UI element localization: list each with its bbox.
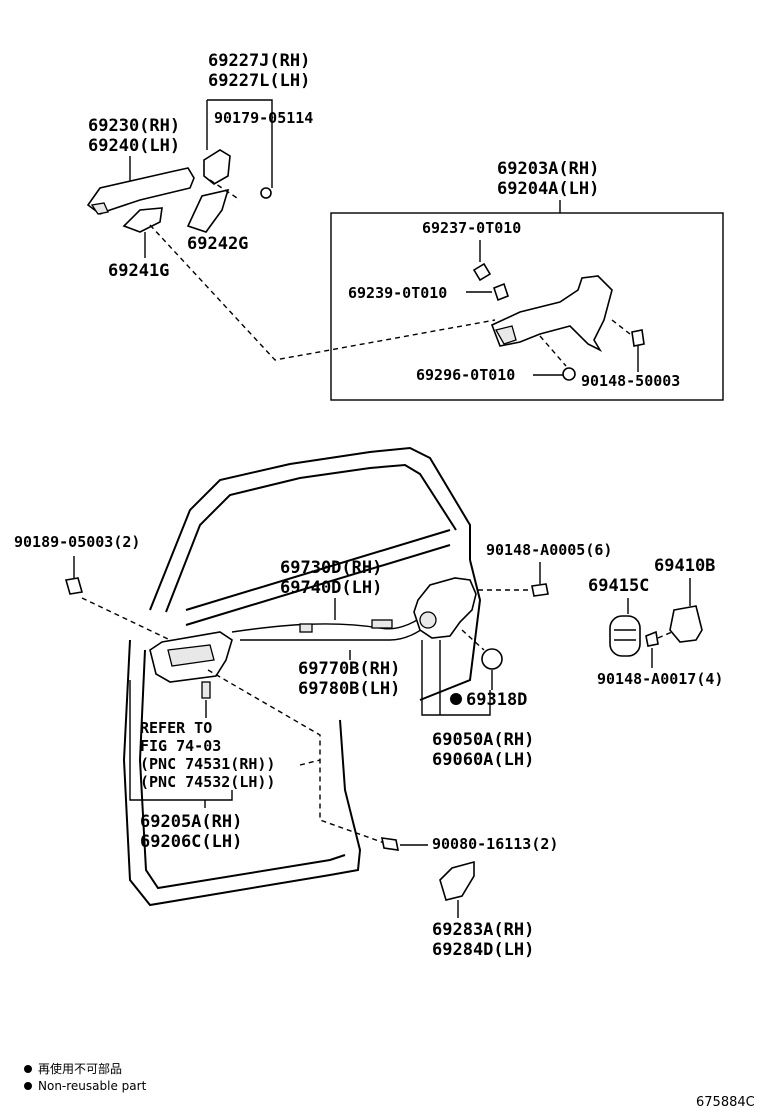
- door-outline: [122, 446, 482, 907]
- leader-lock: [421, 640, 491, 716]
- lock-group: 90189-05003(2) 90148-A0005(6) 69730D(RH)…: [14, 533, 723, 770]
- door-belt-line-2: [185, 544, 451, 626]
- cable-connector: [371, 619, 393, 629]
- dash-cap: [209, 179, 241, 201]
- leader-inner-bracket: [129, 680, 233, 801]
- grommet-69318d: [481, 648, 503, 670]
- cable-69730d: [231, 609, 431, 633]
- label-handle-rh: 69230(RH): [88, 116, 180, 136]
- figure-code: 675884C: [696, 1095, 755, 1110]
- label-grommet-69318d: 69318D: [466, 690, 527, 710]
- label-part-69239: 69239-0T010: [348, 284, 447, 302]
- dash-bolt: [611, 319, 631, 335]
- dash-clip: [81, 597, 171, 641]
- striker-69410b: [669, 605, 703, 643]
- bolt-90148-50003: [631, 329, 645, 347]
- cable-clip: [299, 623, 313, 633]
- label-screw-90179: 90179-05114: [214, 109, 313, 127]
- legend-line-1: 再使用不可部品: [38, 1061, 122, 1076]
- screw-90179: [260, 187, 272, 199]
- refer-line-1: REFER TO: [140, 719, 212, 737]
- label-pad-69242g: 69242G: [187, 234, 248, 254]
- door-lower-panel-inner: [138, 649, 346, 890]
- label-screw-90080: 90080-16113(2): [432, 835, 558, 853]
- dash-handle-to-frame: [149, 224, 496, 361]
- label-cap-lh: 69227L(LH): [208, 71, 310, 91]
- label-cap-rh: 69227J(RH): [208, 51, 310, 71]
- pad-69242g: [186, 188, 230, 233]
- label-part-69237: 69237-0T010: [422, 219, 521, 237]
- label-handle-lh: 69240(LH): [88, 136, 180, 156]
- door-frame-inner: [165, 463, 457, 613]
- label-plate-69415c: 69415C: [588, 576, 649, 596]
- label-cover-lh: 69284D(LH): [432, 940, 534, 960]
- dash-69296: [539, 335, 567, 367]
- screw-90080: [380, 837, 400, 851]
- label-lock-lh: 69060A(LH): [432, 750, 534, 770]
- label-part-69296: 69296-0T010: [416, 366, 515, 384]
- label-cable-rh: 69730D(RH): [280, 558, 382, 578]
- plate-69415c: [609, 615, 641, 657]
- frame-bracket: [495, 325, 517, 345]
- pad-69241g: [122, 207, 163, 233]
- cover-69283a: [439, 860, 475, 901]
- refer-line-3: (PNC 74531(RH)): [140, 755, 275, 773]
- part-69239: [493, 282, 509, 302]
- legend: 再使用不可部品 Non-reusable part: [24, 1061, 147, 1093]
- dash-grommet: [461, 629, 485, 651]
- cable-69770b: [239, 623, 429, 641]
- label-bolt-90148-50003: 90148-50003: [581, 372, 680, 390]
- dash-refer: [299, 759, 321, 766]
- label-frame-rh: 69203A(RH): [497, 159, 599, 179]
- label-lock-rh: 69050A(RH): [432, 730, 534, 750]
- outside-handle-group: 69227J(RH) 69227L(LH) 90179-05114 69230(…: [86, 51, 496, 361]
- door-lock: [413, 577, 477, 639]
- label-cable2-rh: 69770B(RH): [298, 659, 400, 679]
- label-pad-69241g: 69241G: [108, 261, 169, 281]
- handle-cap: [203, 149, 231, 185]
- inside-handle-pin: [201, 681, 211, 699]
- label-clip-90189: 90189-05003(2): [14, 533, 140, 551]
- label-cover-rh: 69283A(RH): [432, 920, 534, 940]
- label-striker-69410b: 69410B: [654, 556, 715, 576]
- part-69296: [562, 367, 576, 381]
- label-cable2-lh: 69780B(LH): [298, 679, 400, 699]
- non-reusable-mark: [450, 693, 462, 705]
- outside-handle-end: [90, 202, 109, 215]
- dash-a0017: [657, 631, 673, 639]
- leader-cap: [207, 99, 273, 188]
- label-bolt-90148-a0005: 90148-A0005(6): [486, 541, 612, 559]
- door-lower-panel: [122, 639, 362, 907]
- bolt-90148-a0005: [531, 583, 549, 597]
- legend-line-2: Non-reusable part: [38, 1079, 147, 1093]
- inside-handle-lever: [167, 644, 215, 667]
- refer-line-2: FIG 74-03: [140, 737, 221, 755]
- legend-dot-1: [24, 1065, 32, 1073]
- refer-line-4: (PNC 74532(LH)): [140, 773, 275, 791]
- door-belt-line: [185, 529, 451, 611]
- frame-box: [330, 212, 724, 401]
- label-inner-lh: 69206C(LH): [140, 832, 242, 852]
- label-frame-lh: 69204A(LH): [497, 179, 599, 199]
- label-screw-90148-a0017: 90148-A0017(4): [597, 670, 723, 688]
- handle-frame: [490, 275, 613, 352]
- label-inner-rh: 69205A(RH): [140, 812, 242, 832]
- part-69237: [472, 262, 492, 282]
- lock-gear: [419, 611, 437, 629]
- door-rear-edge: [419, 559, 482, 701]
- legend-dot-2: [24, 1082, 32, 1090]
- door-frame-outer: [149, 446, 471, 611]
- plate-ribs: [614, 629, 636, 641]
- cover-group: 90080-16113(2) 69283A(RH) 69284D(LH): [380, 835, 558, 960]
- screw-a0017: [645, 630, 659, 647]
- clip-90189: [64, 577, 84, 595]
- dash-inside-to-screw: [207, 669, 391, 846]
- inside-handle-group: REFER TO FIG 74-03 (PNC 74531(RH)) (PNC …: [129, 631, 391, 852]
- frame-group: 69203A(RH) 69204A(LH) 69237-0T010 69239-…: [330, 159, 724, 401]
- label-cable-lh: 69740D(LH): [280, 578, 382, 598]
